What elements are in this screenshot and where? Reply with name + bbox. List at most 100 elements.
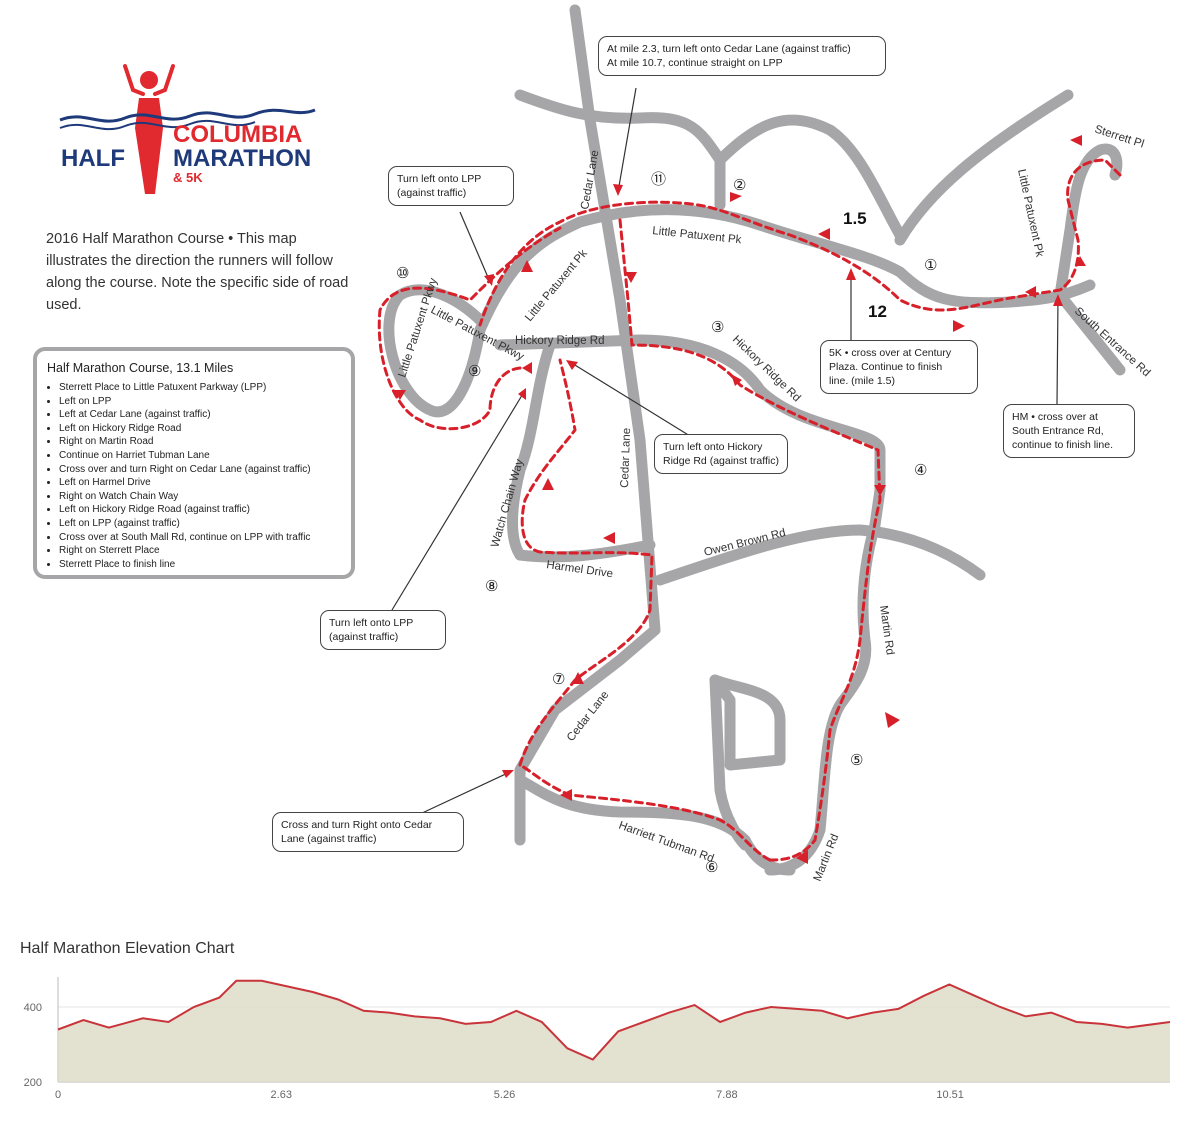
callout-line: At mile 10.7, continue straight on LPP [607,57,783,69]
mile-11: ⑪ [651,170,666,188]
road-watch-chain [507,339,556,561]
arrow-5 [1075,256,1086,266]
mile-markers: ① ② ③ ④ ⑤ ⑥ ⑦ ⑧ ⑨ ⑩ ⑪ 12 1.5 [396,170,937,876]
legend-item: Left on LPP [59,395,341,409]
pointer-cedar [419,771,511,815]
callout-line: Turn left onto LPP [397,173,482,185]
callout-cedar-lane-bottom: Cross and turn Right onto Cedar Lane (ag… [272,812,464,852]
callout-line: (against traffic) [329,631,399,643]
road-little-patuxent-loop [383,284,488,418]
x-tick-label: 5.26 [494,1089,515,1101]
road-martin [764,519,881,876]
arrow-14 [542,478,554,490]
mile-8: ⑧ [485,577,498,595]
arrow-11 [560,789,572,801]
y-tick-label: 400 [24,1002,42,1014]
callout-line: Plaza. Continue to finish [829,361,943,373]
road-top-left-branch [514,89,726,166]
legend-item: Cross over and turn Right on Cedar Lane … [59,463,341,477]
logo-5k: & 5K [173,170,203,185]
columbia-half-marathon-logo: COLUMBIA HALF MARATHON & 5K [59,64,316,194]
course-description: 2016 Half Marathon Course • This map ill… [46,231,349,313]
road-inner-spur [709,674,751,851]
mile-1-5: 1.5 [843,209,867,228]
arrow-7 [874,485,886,496]
runner-icon [123,64,175,194]
mile-6: ⑥ [705,858,718,876]
mile-1: ① [924,256,937,274]
callout-5k-crossover: 5K • cross over at Century Plaza. Contin… [820,340,978,394]
callout-line: Turn left onto LPP [329,617,414,629]
callout-lpp-top: Turn left onto LPP (against traffic) [388,166,514,206]
callout-line: Ridge Rd (against traffic) [663,455,779,467]
mile-7: ⑦ [552,670,565,688]
callout-line: continue to finish line. [1012,439,1113,451]
road-top-right [894,89,1074,246]
pointer-head-hm [1053,294,1063,306]
label-martin-upper: Martin Rd [877,605,896,656]
mile-10: ⑩ [396,264,409,282]
legend-item: Left on Harmel Drive [59,476,341,490]
callout-line: At mile 2.3, turn left onto Cedar Lane (… [607,43,851,55]
legend-item: Right on Sterrett Place [59,544,341,558]
x-tick-label: 0 [55,1089,61,1101]
arrow-10 [796,850,808,864]
pointer-heads [484,184,1063,778]
callout-lpp-bottom: Turn left onto LPP (against traffic) [320,610,446,650]
road-sterrett [1054,143,1123,301]
roads [383,4,1126,876]
pointer-hickory [569,361,691,437]
mile-4: ④ [914,461,927,479]
pointer-head-cedar [502,770,514,778]
legend-item: Left at Cedar Lane (against traffic) [59,408,341,422]
elevation-chart: 200 400 0 2.63 5.26 7.88 10.51 [24,977,1171,1101]
x-tick-label: 7.88 [716,1089,737,1101]
x-tick-label: 10.51 [936,1089,964,1101]
mile-5: ⑤ [850,751,863,769]
road-inner-loop [709,674,786,771]
label-lpp-right: Little Patuxent Pk [1015,168,1045,258]
callout-line: South Entrance Rd, [1012,425,1104,437]
legend-item: Cross over at South Mall Rd, continue on… [59,531,341,545]
callout-hm-crossover: HM • cross over at South Entrance Rd, co… [1003,404,1135,458]
pointer-lpp-top [459,211,491,283]
pointer-hm [1056,297,1059,405]
pointer-head-top [613,184,623,196]
logo-columbia: COLUMBIA [173,121,302,148]
legend-title: Half Marathon Course, 13.1 Miles [47,361,234,375]
callout-pointers [391,87,1059,815]
wave-2 [59,119,256,131]
mile-2: ② [733,176,746,194]
y-tick-label: 200 [24,1077,42,1089]
mile-9: ⑨ [468,362,481,380]
elevation-chart-title: Half Marathon Elevation Chart [20,940,235,957]
label-lpp-diag: Little Patuxent Pk [523,247,590,323]
arrow-16 [394,390,406,400]
pointer-lpp-bottom [391,391,525,611]
route-loop [377,226,562,431]
x-tick-label: 2.63 [271,1089,292,1101]
road-owen-brown [654,524,986,586]
elevation-area [58,980,1170,1082]
mile-12: 12 [868,302,887,321]
callout-cedar-lane-top: At mile 2.3, turn left onto Cedar Lane (… [598,36,886,76]
arrow-17 [521,260,533,272]
arrow-6 [1025,286,1036,298]
course-map: Cedar Lane Cedar Lane Cedar Lane Little … [377,4,1152,883]
elevation-ticks: 200 400 0 2.63 5.26 7.88 10.51 [24,1002,964,1101]
label-harmel: Harmel Drive [546,559,614,580]
elevation-line [57,979,1171,1061]
route-arrows [394,135,1086,864]
callout-line: (against traffic) [397,187,467,199]
pointer-head-5k [846,268,856,280]
legend-item: Left on Hickory Ridge Road [59,422,341,436]
legend-item: Continue on Harriet Tubman Lane [59,449,341,463]
pointer-head-lpp [484,274,494,286]
legend-item: Sterrett Place to finish line [59,558,341,572]
callout-line: line. (mile 1.5) [829,375,895,387]
road-little-patuxent-north [474,204,1096,336]
route-north [478,158,1122,327]
pointer-head-hickory [566,360,578,370]
road-sterrett-right [1054,289,1126,376]
callout-line: 5K • cross over at Century [829,347,952,359]
